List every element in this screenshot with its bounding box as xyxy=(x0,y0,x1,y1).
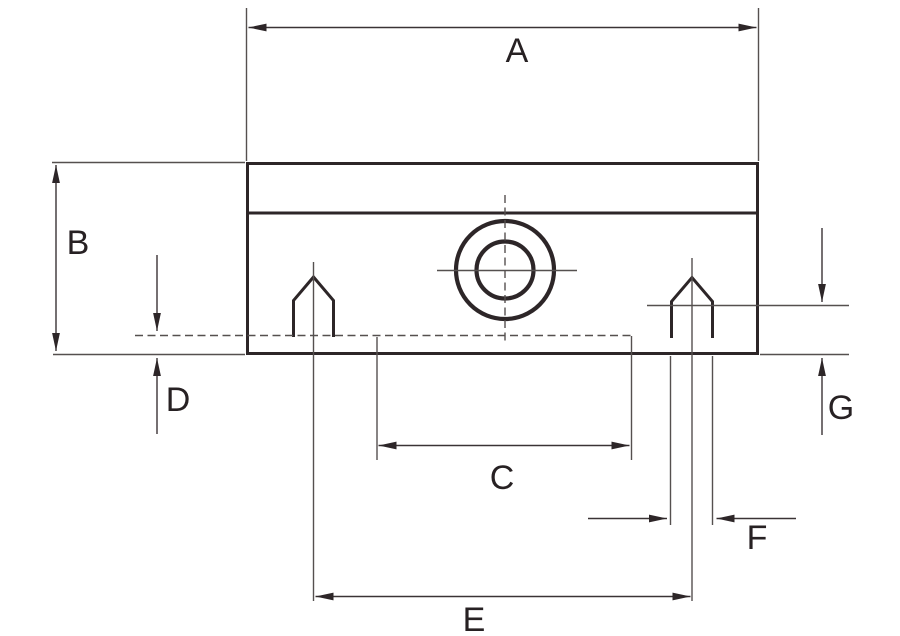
part-outline xyxy=(246,162,759,355)
dim-e-label: E xyxy=(463,601,486,636)
dim-d-label: D xyxy=(166,381,191,419)
dim-a-label: A xyxy=(506,32,529,70)
dim-c-label: C xyxy=(490,459,515,497)
dim-f-label: F xyxy=(747,519,768,557)
dim-g-label: G xyxy=(828,389,854,427)
dim-b-label: B xyxy=(67,224,90,262)
